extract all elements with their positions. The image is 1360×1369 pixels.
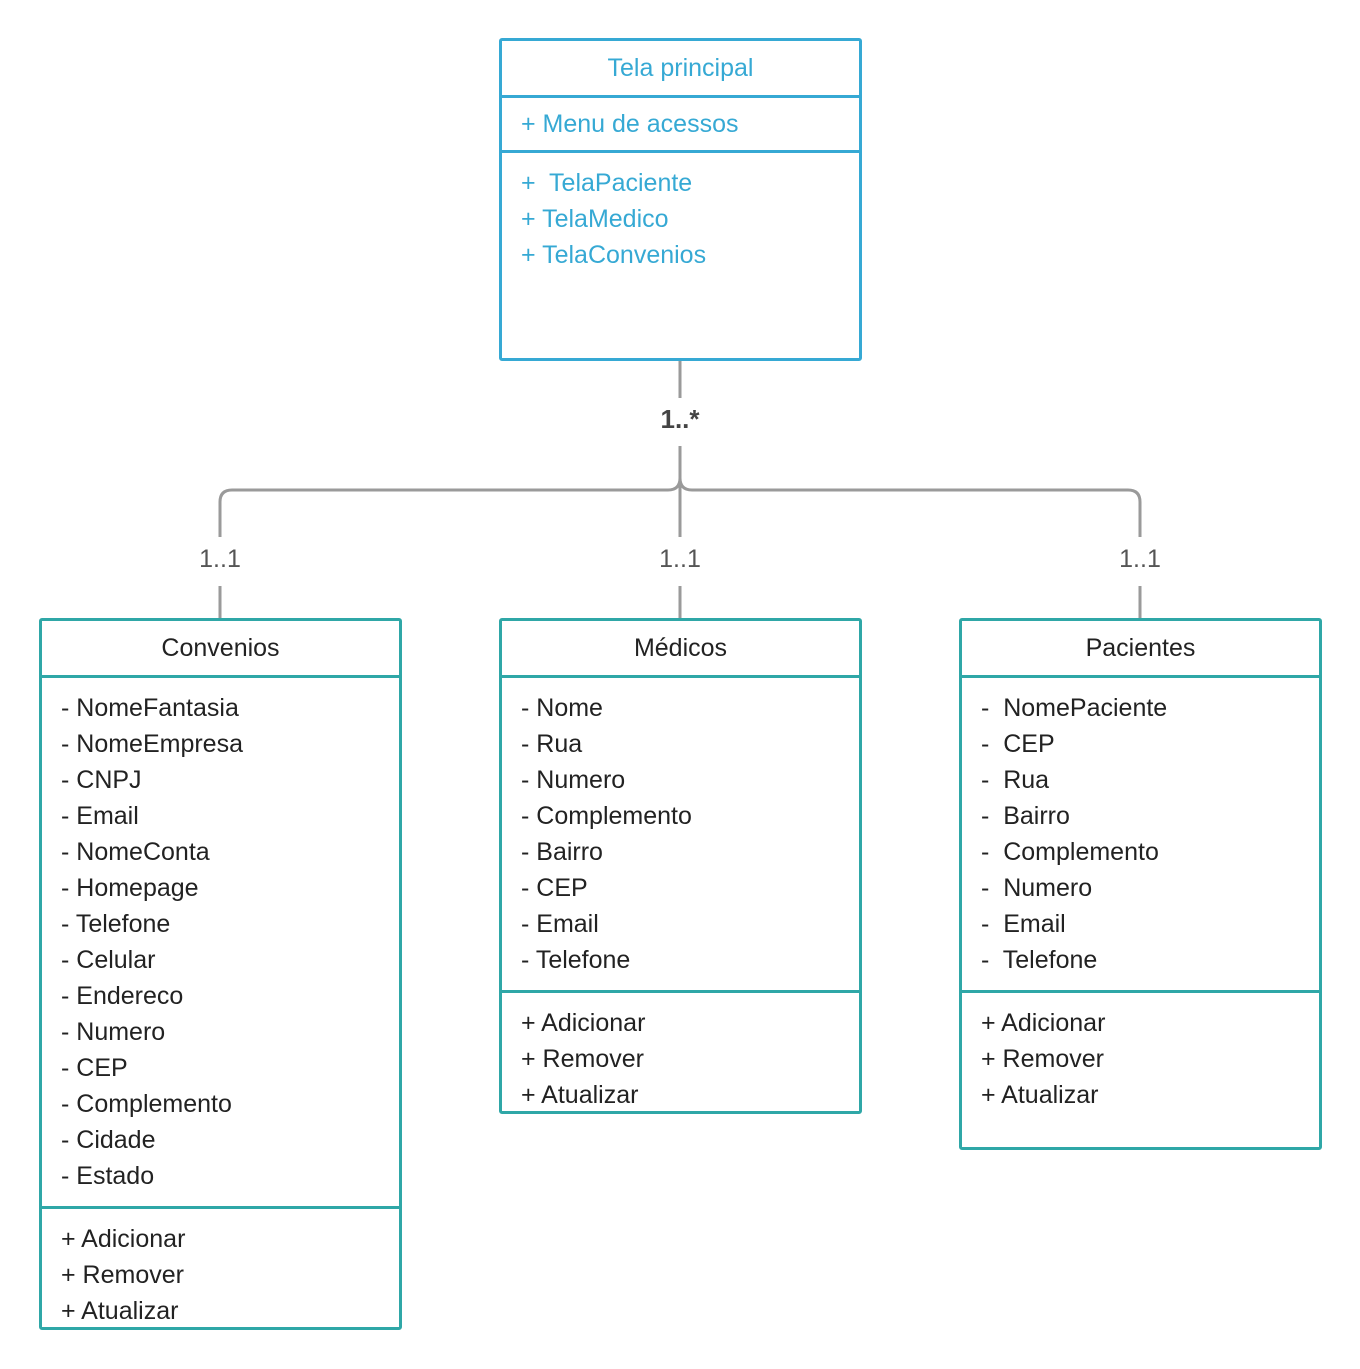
operation-item: + Remover: [981, 1045, 1104, 1073]
class-title: Tela principal: [607, 53, 754, 82]
attribute-item: - NomeFantasia: [61, 694, 239, 722]
operation-item: + TelaMedico: [521, 205, 669, 233]
attribute-item: - Numero: [521, 766, 626, 794]
multiplicity-medicos: 1..1: [659, 545, 701, 573]
attribute-item: - Bairro: [981, 802, 1070, 830]
attribute-item: - Estado: [61, 1162, 155, 1190]
class-medicos: Médicos - Nome - Rua - Numero - Compleme…: [499, 618, 862, 1114]
operation-item: + Adicionar: [981, 1009, 1106, 1037]
attribute-item: - CEP: [61, 1054, 128, 1082]
attribute-item: - Telefone: [981, 946, 1098, 974]
multiplicity-main: 1..*: [660, 404, 700, 434]
attribute-item: - Celular: [61, 946, 156, 974]
class-tela-principal: Tela principal + Menu de acessos + TelaP…: [499, 38, 862, 361]
class-attributes: - NomePaciente - CEP - Rua - Bairro - Co…: [962, 675, 1319, 990]
attribute-item: + Menu de acessos: [521, 110, 739, 138]
attribute-item: - CEP: [981, 730, 1055, 758]
class-attributes: + Menu de acessos: [502, 95, 859, 150]
attribute-item: - Email: [61, 802, 139, 830]
class-operations: + Adicionar + Remover + Atualizar: [42, 1206, 399, 1341]
class-title: Convenios: [161, 633, 280, 662]
attribute-item: - Complemento: [521, 802, 692, 830]
attribute-item: - Nome: [521, 694, 603, 722]
attribute-item: - Complemento: [981, 838, 1159, 866]
attribute-item: - Telefone: [61, 910, 171, 938]
attribute-item: - Cidade: [61, 1126, 156, 1154]
class-attributes: - NomeFantasia - NomeEmpresa - CNPJ - Em…: [42, 675, 399, 1206]
class-operations: + TelaPaciente + TelaMedico + TelaConven…: [502, 150, 859, 285]
operation-item: + Remover: [521, 1045, 644, 1073]
multiplicity-pacientes: 1..1: [1119, 545, 1161, 573]
class-operations: + Adicionar + Remover + Atualizar: [502, 990, 859, 1125]
attribute-item: - Numero: [61, 1018, 166, 1046]
attribute-item: - Telefone: [521, 946, 631, 974]
operation-item: + Adicionar: [521, 1009, 646, 1037]
class-pacientes: Pacientes - NomePaciente - CEP - Rua - B…: [959, 618, 1322, 1150]
attribute-item: - NomeConta: [61, 838, 210, 866]
attribute-item: - NomeEmpresa: [61, 730, 243, 758]
class-title: Pacientes: [1085, 633, 1196, 662]
operation-item: + Remover: [61, 1261, 184, 1289]
attribute-item: - Bairro: [521, 838, 603, 866]
attribute-item: - CEP: [521, 874, 588, 902]
attribute-item: - Email: [521, 910, 599, 938]
attribute-item: - CNPJ: [61, 766, 142, 794]
attribute-item: - Complemento: [61, 1090, 232, 1118]
operation-item: + TelaPaciente: [521, 169, 693, 197]
attribute-item: - Endereco: [61, 982, 184, 1010]
attribute-item: - Email: [981, 910, 1066, 938]
attribute-item: - Rua: [981, 766, 1050, 794]
attribute-item: - Numero: [981, 874, 1093, 902]
class-title: Médicos: [633, 633, 728, 662]
attribute-item: - Homepage: [61, 874, 199, 902]
operation-item: + TelaConvenios: [521, 241, 707, 269]
connector-branch-left: [218, 477, 682, 537]
operation-item: + Atualizar: [521, 1081, 639, 1109]
operation-item: + Atualizar: [981, 1081, 1099, 1109]
multiplicity-convenios: 1..1: [199, 545, 241, 573]
attribute-item: - NomePaciente: [981, 694, 1168, 722]
class-convenios: Convenios - NomeFantasia - NomeEmpresa -…: [39, 618, 402, 1330]
connector-branch-right: [678, 477, 1142, 537]
class-operations: + Adicionar + Remover + Atualizar: [962, 990, 1319, 1125]
attribute-item: - Rua: [521, 730, 583, 758]
operation-item: + Atualizar: [61, 1297, 179, 1325]
operation-item: + Adicionar: [61, 1225, 186, 1253]
class-attributes: - Nome - Rua - Numero - Complemento - Ba…: [502, 675, 859, 990]
